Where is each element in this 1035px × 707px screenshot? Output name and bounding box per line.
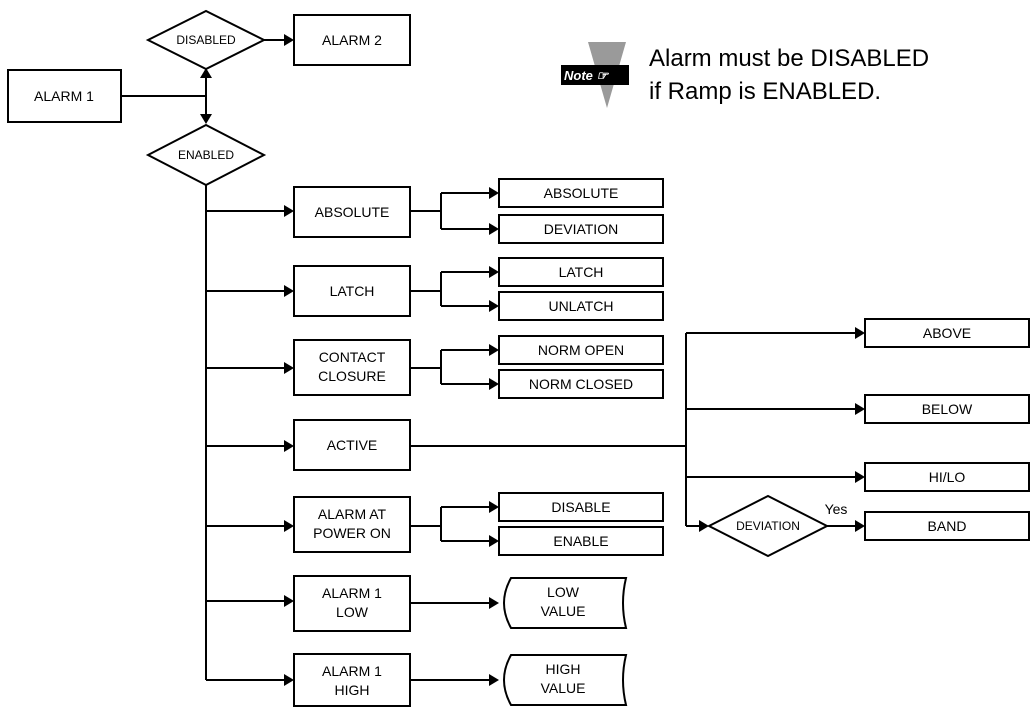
arrowhead [284, 440, 294, 452]
latch-option-box [498, 257, 664, 287]
arrowhead [855, 471, 865, 483]
contact-line-2: CLOSURE [318, 368, 386, 384]
high-line-2: HIGH [335, 682, 370, 698]
disable-option-box [498, 492, 664, 522]
arrowhead [855, 403, 865, 415]
low-value-line-1: LOW [547, 584, 580, 600]
absolute-label: ABSOLUTE [315, 204, 390, 220]
above-box [864, 318, 1030, 348]
enabled-decision [145, 123, 267, 187]
note-badge [561, 65, 629, 85]
disable-option: DISABLE [551, 499, 610, 515]
low-value-line-2: VALUE [541, 603, 586, 619]
deviation-option: DEVIATION [544, 221, 618, 237]
arrowhead [489, 597, 499, 609]
absolute-option-box [498, 178, 664, 208]
arrowhead [699, 520, 709, 532]
arrowhead [489, 266, 499, 278]
arrowhead [855, 327, 865, 339]
arrowhead [284, 520, 294, 532]
unlatch-option-box [498, 291, 664, 321]
arrowhead [284, 34, 294, 46]
arrowhead [200, 68, 212, 78]
alarm2-label: ALARM 2 [322, 32, 382, 48]
band-box [864, 511, 1030, 541]
high-line-1: ALARM 1 [322, 663, 382, 679]
power-on-line-1: ALARM AT [318, 506, 387, 522]
deviation-label: DEVIATION [736, 519, 800, 533]
arrowhead [489, 300, 499, 312]
alarm1-high-box [293, 653, 411, 707]
below-box [864, 394, 1030, 424]
high-value-data-shape [503, 654, 628, 706]
unlatch-option: UNLATCH [548, 298, 613, 314]
arrowhead [284, 285, 294, 297]
norm-open-box [498, 335, 664, 365]
alarm2-box [293, 14, 411, 66]
contact-closure-box [293, 339, 411, 396]
contact-line-1: CONTACT [319, 349, 386, 365]
low-line-2: LOW [336, 604, 369, 620]
deviation-option-box [498, 214, 664, 244]
band-option: BAND [928, 518, 967, 534]
arrowhead [855, 520, 865, 532]
latch-label: LATCH [330, 283, 375, 299]
power-on-box [293, 496, 411, 553]
low-value-data-shape [503, 577, 628, 629]
low-line-1: ALARM 1 [322, 585, 382, 601]
arrowhead [489, 535, 499, 547]
arrowhead [489, 187, 499, 199]
power-on-line-2: POWER ON [313, 525, 391, 541]
active-label: ACTIVE [327, 437, 378, 453]
yes-label: Yes [825, 501, 848, 517]
high-value-line-2: VALUE [541, 680, 586, 696]
below-option: BELOW [922, 401, 973, 417]
norm-closed-option: NORM CLOSED [529, 376, 633, 392]
above-option: ABOVE [923, 325, 971, 341]
norm-open-option: NORM OPEN [538, 342, 624, 358]
active-box [293, 419, 411, 471]
hilo-box [864, 462, 1030, 492]
hilo-option: HI/LO [929, 469, 966, 485]
note-line-2: if Ramp is ENABLED. [649, 78, 881, 105]
enable-option-box [498, 526, 664, 556]
latch-box [293, 265, 411, 317]
arrowhead [489, 223, 499, 235]
norm-closed-box [498, 369, 664, 399]
enable-option: ENABLE [553, 533, 608, 549]
arrowhead [489, 378, 499, 390]
arrowhead [284, 205, 294, 217]
high-value-line-1: HIGH [546, 661, 581, 677]
arrowhead [489, 344, 499, 356]
latch-option: LATCH [559, 264, 604, 280]
enabled-label: ENABLED [178, 148, 234, 162]
disabled-label: DISABLED [176, 33, 236, 47]
arrowhead [284, 674, 294, 686]
absolute-option: ABSOLUTE [544, 185, 619, 201]
note-badge-text: Note ☞ [564, 68, 610, 83]
arrowhead [200, 114, 212, 124]
alarm1-box [7, 69, 122, 123]
alarm1-label: ALARM 1 [34, 88, 94, 104]
arrowhead [284, 595, 294, 607]
arrowhead [489, 674, 499, 686]
note-line-1: Alarm must be DISABLED [649, 45, 929, 72]
arrowhead [489, 501, 499, 513]
arrowhead [284, 362, 294, 374]
